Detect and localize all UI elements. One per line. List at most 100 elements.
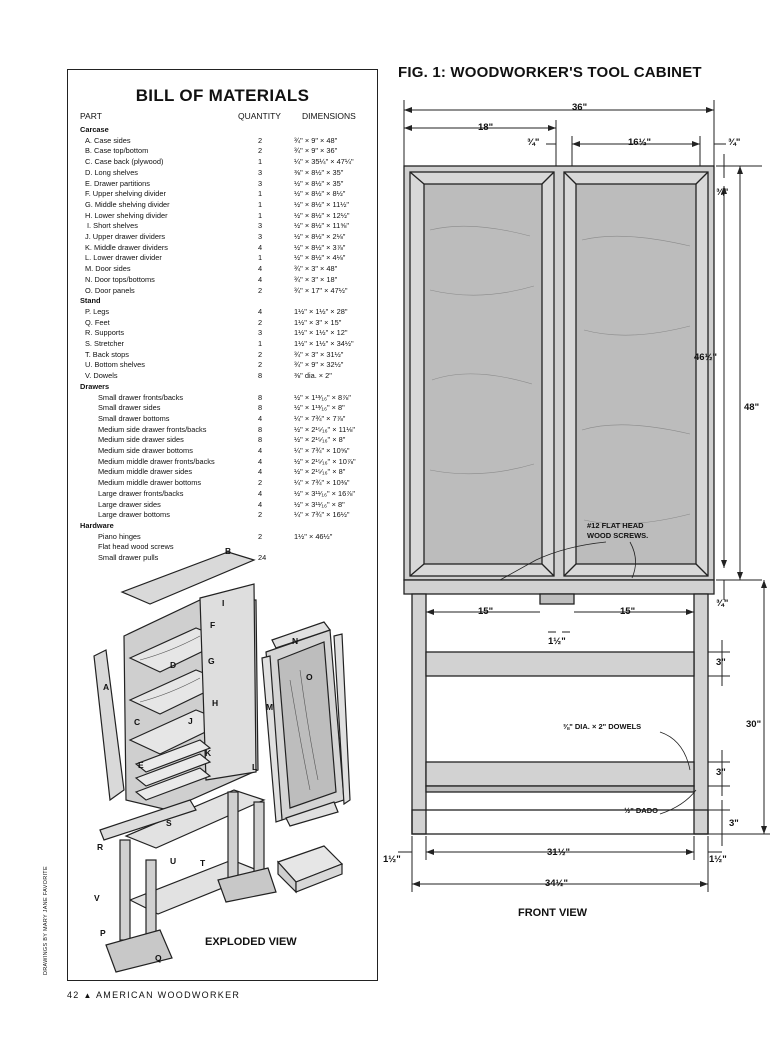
bom-part: I. Short shelves <box>87 221 138 231</box>
front-view-caption: FRONT VIEW <box>518 907 588 919</box>
bom-quantity: 4 <box>258 499 263 509</box>
dim-left-span: 15" <box>478 606 494 617</box>
label-r: R <box>97 842 104 852</box>
bom-dimensions: ½" × 8½" × 12½" <box>294 210 350 220</box>
bom-part: P. Legs <box>85 306 110 316</box>
dim-door-inner: 16½" <box>628 137 651 148</box>
bom-quantity: 4 <box>258 242 263 252</box>
label-m: M <box>266 702 274 712</box>
label-v: V <box>94 893 100 903</box>
bom-quantity: 2 <box>258 349 263 359</box>
bom-dimensions: ½" × 3¹¹⁄₁₆" × 16⅞" <box>294 488 356 498</box>
bom-dimensions: ⅜" × 8½" × 35" <box>294 167 344 177</box>
bom-header-quantity: QUANTITY <box>238 111 281 121</box>
bom-quantity: 24 <box>258 553 267 562</box>
bom-row: Flat head wood screws <box>68 542 377 553</box>
bom-quantity: 4 <box>258 413 263 423</box>
bom-part: B. Case top/bottom <box>85 146 149 156</box>
bom-section-header: Drawers <box>68 382 377 393</box>
bom-part: Hardware <box>80 520 114 530</box>
bom-dimensions: ½" × 8½" × 35" <box>294 178 344 188</box>
bom-part: Q. Feet <box>85 317 110 327</box>
bom-part: Flat head wood screws <box>98 542 174 552</box>
bom-dimensions: ½" × 2¹⁵⁄₁₆" × 8" <box>294 467 346 477</box>
bom-quantity: 4 <box>258 306 263 316</box>
figure-title: FIG. 1: WOODWORKER'S TOOL CABINET <box>398 64 702 81</box>
bom-dimensions: ¾" × 9" × 48" <box>294 135 338 145</box>
bom-quantity: 2 <box>258 135 263 145</box>
bom-part: K. Middle drawer dividers <box>85 242 168 252</box>
bom-part: M. Door sides <box>85 264 131 274</box>
bom-part: N. Door tops/bottoms <box>85 274 155 284</box>
dim-stile-a: ¾" <box>527 137 540 148</box>
dim-stile-b: ¾" <box>728 137 741 148</box>
dim-leg-left: 1½" <box>383 854 401 865</box>
triangle-icon: ▲ <box>83 991 93 1000</box>
dim-bottom-rail: ¾" <box>716 598 729 609</box>
bom-part: Medium side drawer sides <box>98 435 184 445</box>
bom-dimensions: ½" × 1¹³⁄₁₆" × 8⅞" <box>294 392 351 402</box>
bom-part: Medium middle drawer fronts/backs <box>98 456 215 466</box>
bom-header-part: PART <box>80 111 102 121</box>
exploded-view-caption: EXPLODED VIEW <box>205 936 297 948</box>
dim-panel-height: 46½" <box>694 352 717 363</box>
label-n: N <box>292 636 299 646</box>
bom-dimensions: ½" × 1¹³⁄₁₆" × 8" <box>294 403 345 413</box>
bom-part: Stand <box>80 296 101 306</box>
bom-dimensions: ⅜" dia. × 2" <box>294 371 332 381</box>
bom-part: Piano hinges <box>98 531 141 541</box>
label-p: P <box>100 928 106 938</box>
bom-dimensions: ½" × 8½" × 8½" <box>294 189 346 199</box>
bom-part: D. Long shelves <box>85 167 138 177</box>
label-e: E <box>138 760 144 770</box>
part-a-side <box>93 649 125 802</box>
bom-quantity: 2 <box>258 317 263 327</box>
dim-overall-width: 36" <box>572 102 588 113</box>
bom-dimensions: ½" × 8½" × 4⅛" <box>294 253 346 263</box>
bom-dimensions: ½" × 3¹¹⁄₁₆" × 8" <box>294 499 345 509</box>
bom-quantity: 2 <box>258 510 263 520</box>
bom-part: Carcase <box>80 125 109 134</box>
bom-section-header: Carcase <box>68 125 377 136</box>
bom-part: Medium middle drawer sides <box>98 467 193 477</box>
label-k: K <box>205 748 212 758</box>
bom-quantity: 1 <box>258 189 263 199</box>
label-s: S <box>166 818 172 828</box>
bom-quantity: 8 <box>258 435 263 445</box>
bom-dimensions: ¾" × 17" × 47½" <box>294 285 348 295</box>
label-o: O <box>306 672 313 682</box>
part-b-top <box>120 551 256 605</box>
bom-dimensions: ¼" × 7¾" × 7⅞" <box>294 413 346 423</box>
dim-right-span: 15" <box>620 606 636 617</box>
bom-part: F. Upper shelving divider <box>85 189 166 199</box>
bom-quantity: 4 <box>258 456 263 466</box>
label-g: G <box>208 656 215 666</box>
bom-section-header: Stand <box>68 296 377 307</box>
bom-part: Medium middle drawer bottoms <box>98 478 202 488</box>
bom-dimensions: ½" × 2¹⁵⁄₁₆" × 11⅛" <box>294 424 356 434</box>
bom-part: Medium side drawer bottoms <box>98 446 193 455</box>
dim-shelf1: 3" <box>716 657 726 668</box>
dim-top-rail: ¾" <box>716 187 729 198</box>
dado-note: ½" DADO <box>624 806 658 815</box>
bom-quantity: 4 <box>258 446 263 455</box>
